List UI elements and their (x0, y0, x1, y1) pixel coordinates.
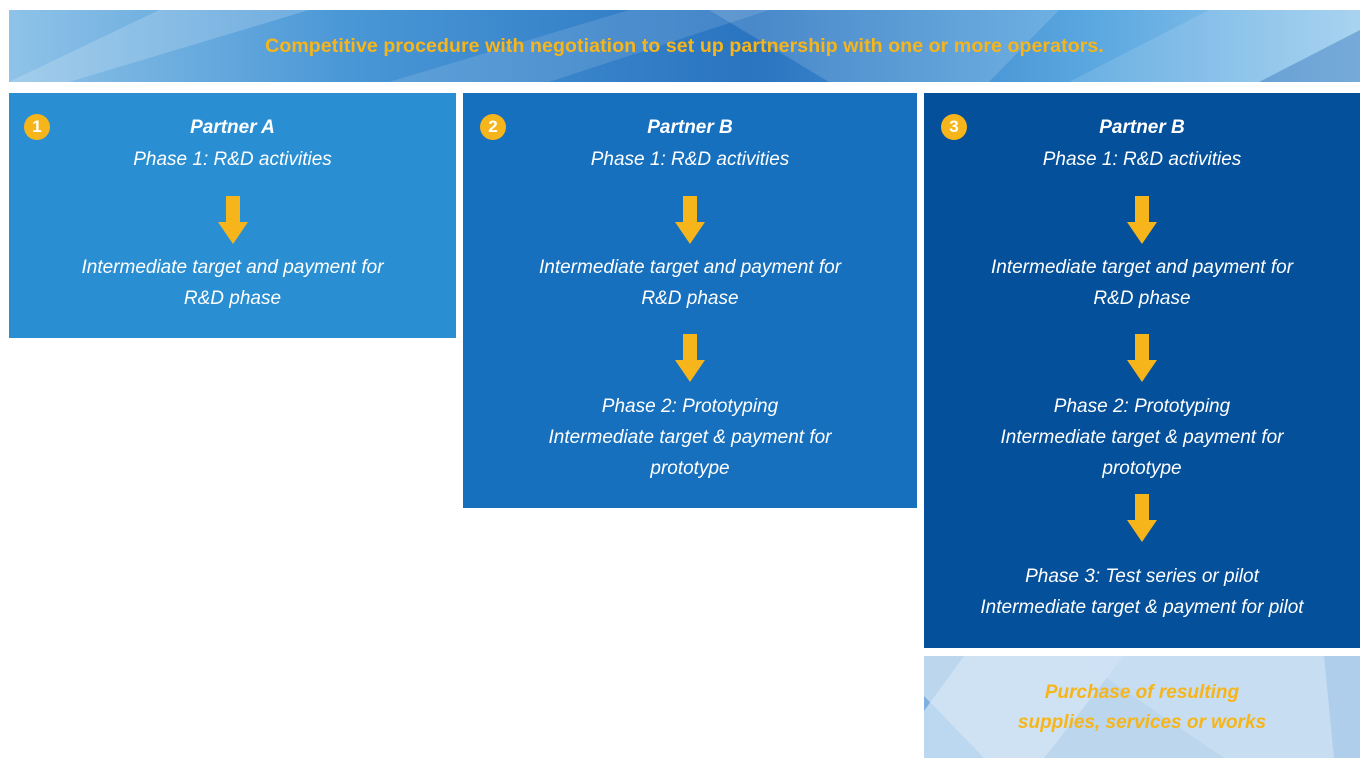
purchase-text: Purchase of resulting supplies, services… (924, 678, 1360, 738)
purchase-line-2: supplies, services or works (1017, 712, 1267, 733)
option-1-panel: 1 Partner A Phase 1: R&D activities Inte… (9, 93, 456, 338)
purchase-box-background (924, 656, 1360, 758)
number-badge-icon: 3 (941, 114, 967, 140)
target-1-label-cont: R&D phase (1093, 288, 1191, 309)
target-2-label: Intermediate target & payment for (548, 427, 832, 448)
target-2-label-cont: prototype (1102, 458, 1182, 479)
header-title: Competitive procedure with negotiation t… (265, 34, 1104, 57)
partner-name: Partner B (1099, 117, 1185, 138)
phase-2-label: Phase 2: Prototyping (601, 396, 779, 417)
phase-1-label: Phase 1: R&D activities (133, 149, 332, 170)
target-1-label-cont: R&D phase (183, 288, 282, 309)
header-banner: Competitive procedure with negotiation t… (9, 10, 1360, 82)
target-3-label: Intermediate target & payment for pilot (980, 597, 1304, 618)
number-badge-icon: 1 (24, 114, 50, 140)
target-1-label-cont: R&D phase (641, 288, 739, 309)
phase-1-label: Phase 1: R&D activities (590, 149, 790, 170)
down-arrow-icon (1127, 494, 1157, 542)
partner-name: Partner A (190, 117, 275, 138)
target-1-label: Intermediate target and payment for (538, 257, 842, 278)
down-arrow-icon (675, 334, 705, 382)
target-2-label: Intermediate target & payment for (1000, 427, 1284, 448)
down-arrow-icon (675, 196, 705, 244)
purchase-line-1: Purchase of resulting (1044, 682, 1240, 703)
down-arrow-icon (1127, 334, 1157, 382)
purchase-box: Purchase of resulting supplies, services… (924, 656, 1360, 758)
option-2-panel: 2 Partner B Phase 1: R&D activities Inte… (463, 93, 917, 508)
partner-name: Partner B (647, 117, 733, 138)
target-2-label-cont: prototype (650, 458, 730, 479)
phase-1-label: Phase 1: R&D activities (1042, 149, 1242, 170)
target-1-label: Intermediate target and payment for (81, 257, 384, 278)
down-arrow-icon (217, 196, 248, 244)
option-3-panel: 3 Partner B Phase 1: R&D activities Inte… (924, 93, 1360, 648)
phase-2-label: Phase 2: Prototyping (1053, 396, 1231, 417)
banner-background (9, 10, 1360, 82)
phase-3-label: Phase 3: Test series or pilot (1025, 566, 1259, 587)
target-1-label: Intermediate target and payment for (990, 257, 1294, 278)
down-arrow-icon (1127, 196, 1157, 244)
number-badge-icon: 2 (480, 114, 506, 140)
